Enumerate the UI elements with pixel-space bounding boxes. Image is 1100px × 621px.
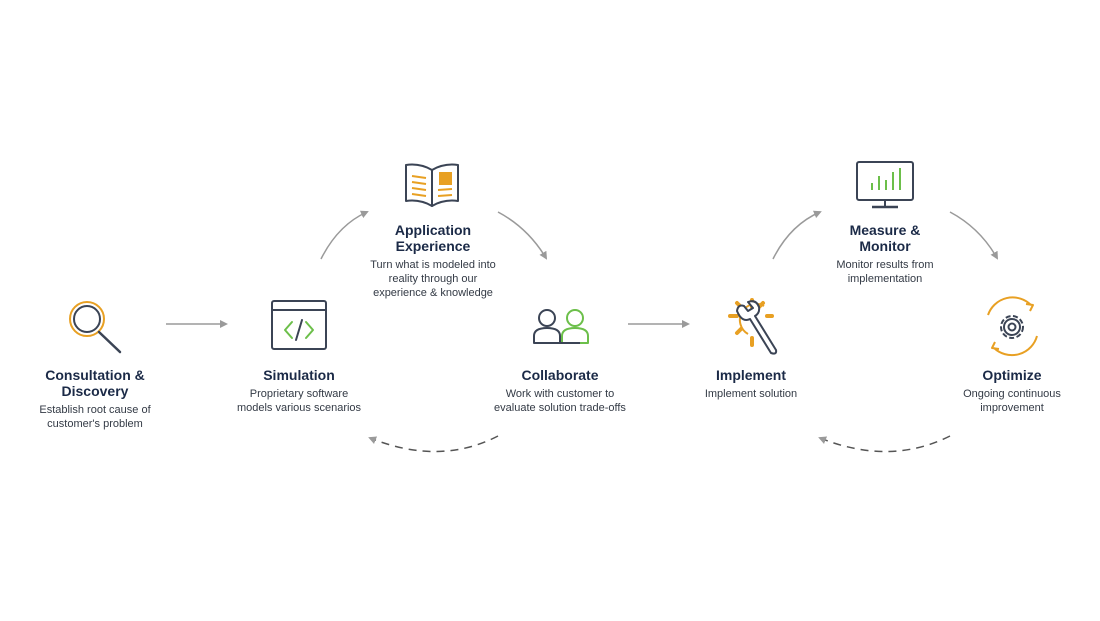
step-description: Proprietary software models various scen… — [237, 387, 361, 415]
magnifier-icon — [69, 301, 122, 354]
monitor-chart-icon — [856, 161, 914, 209]
two-people-icon — [533, 309, 589, 344]
step-collaborate: Collaborate Work with customer to evalua… — [494, 367, 626, 415]
step-description: Implement solution — [705, 387, 797, 401]
step-desc-line: Implement solution — [704, 388, 798, 400]
step-title-line: Monitor — [859, 238, 911, 254]
step-title: Implement — [705, 367, 797, 383]
step-description: Turn what is modeled into reality throug… — [370, 258, 496, 300]
step-desc-line: Turn what is modeled into — [370, 259, 496, 271]
step-title: Collaborate — [494, 367, 626, 383]
step-consultation: Consultation & Discovery Establish root … — [39, 367, 150, 431]
step-desc-line: customer's problem — [47, 418, 143, 430]
step-desc-line: evaluate solution trade-offs — [494, 402, 626, 414]
step-title: Optimize — [963, 367, 1061, 383]
step-application: Application Experience Turn what is mode… — [370, 222, 496, 300]
step-desc-line: experience & knowledge — [373, 287, 493, 299]
step-desc-line: Ongoing continuous — [963, 388, 1061, 400]
step-title-line: Collaborate — [521, 367, 599, 383]
step-description: Work with customer to evaluate solution … — [494, 387, 626, 415]
step-title-line: Measure & — [849, 222, 921, 238]
arrow-simulation-to-application — [320, 210, 369, 260]
step-desc-line: implementation — [847, 273, 923, 285]
step-title-line: Optimize — [982, 367, 1042, 383]
step-title-line: Simulation — [263, 367, 335, 383]
step-simulation: Simulation Proprietary software models v… — [237, 367, 361, 415]
step-description: Ongoing continuous improvement — [963, 387, 1061, 415]
step-desc-line: Work with customer to — [505, 388, 615, 400]
wrench-gear-icon — [728, 298, 778, 355]
step-title: Consultation & Discovery — [39, 367, 150, 399]
gear-cycle-icon — [987, 296, 1038, 357]
open-book-icon — [405, 163, 459, 207]
dashed-return-arrow-left — [368, 435, 499, 453]
dashed-return-arrow-right — [818, 435, 951, 453]
arrow-implement-to-measure — [772, 210, 822, 260]
step-desc-line: reality through our — [388, 273, 478, 285]
step-title: Application Experience — [370, 222, 496, 254]
step-title-line: Experience — [395, 238, 471, 254]
step-desc-line: Proprietary software — [249, 388, 349, 400]
step-implement: Implement Implement solution — [705, 367, 797, 401]
step-title-line: Implement — [715, 367, 787, 383]
step-desc-line: Monitor results from — [836, 259, 934, 271]
arrow-application-to-collaborate — [497, 211, 548, 260]
step-title: Simulation — [237, 367, 361, 383]
step-optimize: Optimize Ongoing continuous improvement — [963, 367, 1061, 415]
step-description: Monitor results from implementation — [836, 258, 933, 286]
step-title: Measure & Monitor — [836, 222, 933, 254]
step-title-line: Application — [394, 222, 472, 238]
arrow-measure-to-optimize — [949, 211, 998, 260]
step-desc-line: improvement — [980, 402, 1044, 414]
step-title-line: Discovery — [61, 383, 129, 399]
code-window-icon — [271, 300, 327, 350]
step-title-line: Consultation & — [45, 367, 145, 383]
step-desc-line: models various scenarios — [236, 402, 362, 414]
step-measure: Measure & Monitor Monitor results from i… — [836, 222, 933, 286]
step-desc-line: Establish root cause of — [39, 404, 151, 416]
step-description: Establish root cause of customer's probl… — [39, 403, 150, 431]
